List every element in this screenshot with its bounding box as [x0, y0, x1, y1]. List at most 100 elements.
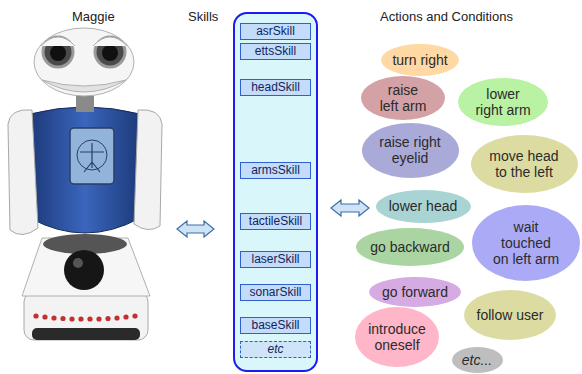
robot-torso — [30, 107, 140, 233]
ellipse-text-group: lower right arm — [474, 86, 532, 118]
action-ellipse: move head to the left — [471, 135, 578, 193]
ellipse-text: introduce oneself — [367, 321, 427, 353]
ellipse-text-group: wait touched on left arm — [492, 219, 560, 267]
ellipse-text: etc... — [462, 352, 492, 368]
sonar-dot — [96, 316, 101, 321]
ellipse-fill — [472, 205, 580, 281]
sonar-dot — [132, 313, 137, 318]
ellipse-text: follow user — [477, 307, 544, 323]
robot-sonar-dots — [33, 313, 137, 321]
action-ellipse: etc... — [452, 347, 503, 373]
skill-name: baseSkill — [251, 318, 299, 332]
skill-name: laserSkill — [251, 252, 299, 266]
action-ellipse: introduce oneself — [355, 307, 439, 367]
ellipse-text-group: turn right — [392, 52, 447, 68]
skill-box: ettsSkill — [240, 43, 311, 60]
ellipse-text-group: lower head — [389, 198, 458, 214]
ellipse-text-group: raise right eyelid — [375, 134, 445, 166]
skill-name: headSkill — [251, 80, 300, 94]
sonar-dot — [51, 315, 56, 320]
skill-name: armsSkill — [251, 163, 300, 177]
ellipse-text-group: raise left arm — [378, 82, 428, 114]
robot-chest-screen — [70, 128, 114, 184]
sonar-dot — [60, 316, 65, 321]
action-ellipse: turn right — [381, 44, 459, 76]
skill-name: etc — [267, 342, 283, 356]
ellipse-text: move head to the left — [488, 148, 560, 180]
ellipse-text: lower head — [389, 198, 458, 214]
ellipse-text-group: go backward — [370, 239, 449, 255]
ellipse-fill — [361, 76, 445, 120]
robot-head — [34, 28, 134, 96]
ellipse-fill — [452, 347, 503, 373]
action-ellipse: lower head — [376, 190, 471, 223]
sonar-dot — [69, 316, 74, 321]
double-arrow — [177, 221, 214, 237]
robot-base-ring — [32, 328, 140, 340]
sonar-dot — [78, 316, 83, 321]
action-ellipse: lower right arm — [458, 78, 548, 126]
action-ellipse: go forward — [369, 277, 461, 307]
ellipse-fill — [369, 277, 461, 307]
ellipse-text: raise right eyelid — [375, 134, 445, 166]
ellipse-fill — [356, 228, 464, 266]
ellipse-fill — [471, 135, 578, 193]
sonar-dot — [123, 314, 128, 319]
robot-base — [24, 292, 148, 340]
skill-name: tactileSkill — [249, 214, 302, 228]
ellipse-fill — [355, 307, 439, 367]
ellipse-text-group: move head to the left — [488, 148, 560, 180]
skill-box: etc — [240, 341, 311, 358]
robot-pupil — [102, 45, 118, 61]
sonar-dot — [114, 315, 119, 320]
ellipse-fill — [362, 123, 459, 178]
heading-label: Actions and Conditions — [380, 9, 513, 25]
ellipse-text-group: follow user — [477, 307, 544, 323]
sonar-dot — [42, 314, 47, 319]
screen-figure — [80, 143, 104, 172]
skill-name: ettsSkill — [255, 44, 296, 58]
robot-eyelid — [41, 37, 75, 46]
panel-heading: Skills — [188, 9, 218, 25]
action-ellipse: go backward — [356, 228, 464, 266]
robot-figure — [8, 28, 162, 340]
ellipse-text: go forward — [382, 284, 448, 300]
action-ellipse: raise left arm — [361, 76, 445, 120]
robot-right-arm — [134, 110, 162, 230]
double-arrow — [331, 200, 369, 216]
ellipse-text: raise left arm — [378, 82, 428, 114]
skill-box: armsSkill — [240, 162, 311, 179]
heading-label: Maggie — [72, 9, 115, 25]
skill-box: tactileSkill — [240, 213, 311, 230]
skill-name: sonarSkill — [249, 285, 301, 299]
robot-eyelid — [93, 37, 127, 46]
skill-box: laserSkill — [240, 251, 311, 268]
robot-jaw — [42, 80, 126, 92]
skill-box: headSkill — [240, 79, 311, 96]
robot-left-arm — [8, 110, 38, 235]
ellipse-fill — [464, 290, 556, 340]
action-ellipse: follow user — [464, 290, 556, 340]
skill-box: baseSkill — [240, 317, 311, 334]
ellipse-fill — [381, 44, 459, 76]
ellipse-text-group: go forward — [382, 284, 448, 300]
skill-box: asrSkill — [240, 23, 311, 40]
sonar-dot — [87, 316, 92, 321]
ellipse-text: turn right — [392, 52, 447, 68]
skills-panel: SkillsasrSkillettsSkillheadSkillarmsSkil… — [233, 12, 318, 372]
robot-pupil — [50, 45, 66, 61]
skill-box: sonarSkill — [240, 284, 311, 301]
ellipse-text-group: etc... — [462, 352, 492, 368]
action-ellipse: raise right eyelid — [362, 123, 459, 178]
sonar-dot — [33, 313, 38, 318]
robot-camera — [64, 250, 104, 290]
ellipse-fill — [376, 190, 471, 223]
ellipse-text: lower right arm — [474, 86, 532, 118]
ellipse-text: wait touched on left arm — [492, 219, 560, 267]
ellipse-text: go backward — [370, 239, 449, 255]
ellipse-fill — [458, 78, 548, 126]
skill-name: asrSkill — [256, 24, 295, 38]
sonar-dot — [105, 316, 110, 321]
ellipse-text-group: introduce oneself — [367, 321, 427, 353]
